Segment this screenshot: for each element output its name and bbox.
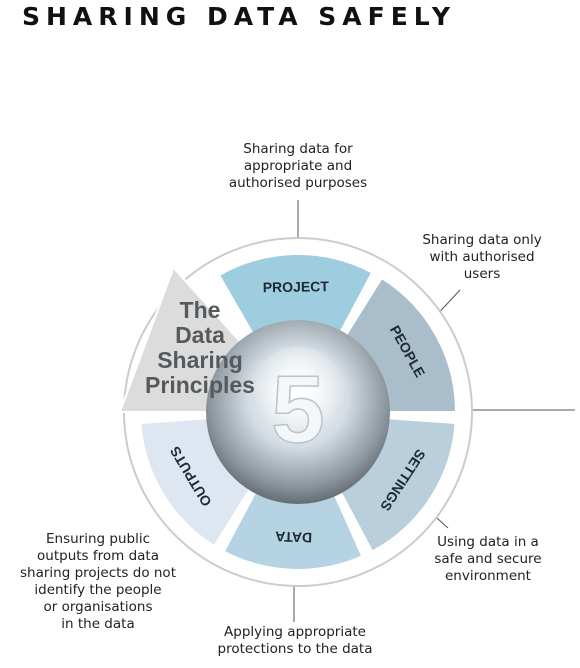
center-number: 5	[271, 356, 324, 463]
annotation-line: users	[463, 266, 501, 282]
annotation-project: Sharing data for appropriate and authori…	[218, 141, 378, 192]
annotation-line: identify the people	[34, 582, 162, 598]
principles-label-line: Principles	[145, 372, 255, 398]
page-title: SHARING DATA SAFELY	[22, 2, 456, 31]
annotation-outputs: Ensuring public outputs from data sharin…	[12, 531, 184, 633]
annotation-line: Ensuring public	[45, 531, 150, 547]
annotation-line: appropriate and	[243, 158, 353, 174]
principles-label-line: The	[180, 297, 221, 323]
annotation-data: Applying appropriate protections to the …	[200, 624, 390, 658]
principles-label-line: Sharing	[157, 347, 243, 373]
annotation-line: safe and secure	[434, 551, 542, 567]
annotation-line: Sharing data only	[422, 232, 542, 248]
annotation-line: with authorised	[429, 249, 535, 265]
segment-label-data: DATA	[275, 529, 312, 546]
annotation-line: authorised purposes	[228, 175, 368, 191]
principles-label-line: Data	[175, 322, 225, 348]
annotation-line: or organisations	[43, 599, 153, 615]
annotation-line: sharing projects do not	[20, 565, 176, 581]
annotation-line: Sharing data for	[243, 141, 353, 157]
hub-highlight	[250, 347, 346, 443]
annotation-line: outputs from data	[37, 548, 159, 564]
annotation-settings: Using data in a safe and secure environm…	[418, 534, 558, 585]
annotation-line: environment	[445, 568, 531, 584]
annotation-line: Applying appropriate	[224, 624, 366, 640]
annotation-line: Using data in a	[437, 534, 539, 550]
annotation-line: protections to the data	[217, 641, 373, 657]
segment-label-project: PROJECT	[263, 278, 330, 295]
annotation-people: Sharing data only with authorised users	[408, 232, 556, 283]
annotation-line: in the data	[61, 616, 135, 632]
